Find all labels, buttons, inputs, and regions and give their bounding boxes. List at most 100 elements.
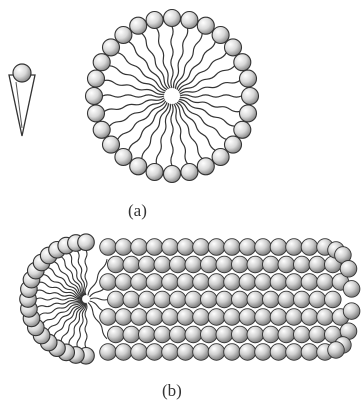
rod-head — [301, 344, 318, 361]
rod-tail — [77, 303, 86, 347]
rod-head — [108, 256, 125, 273]
rod-head — [270, 344, 287, 361]
rod-head — [239, 274, 256, 291]
rod-head — [301, 274, 318, 291]
rod-head — [255, 239, 272, 256]
rod-head — [162, 309, 179, 326]
micelle-head — [93, 54, 110, 71]
rod-head — [123, 291, 140, 308]
rod-head — [263, 326, 280, 343]
rod-head — [139, 326, 156, 343]
rod-micelle — [20, 234, 360, 364]
rod-tail — [54, 262, 83, 296]
rod-head — [286, 309, 303, 326]
rod-head — [216, 291, 233, 308]
spherical-micelle — [86, 10, 259, 183]
micelle-head — [242, 88, 259, 105]
micelle-head — [164, 166, 181, 183]
micelle-head — [115, 149, 132, 166]
rod-head — [255, 274, 272, 291]
rod-head — [278, 326, 295, 343]
rod-tail — [37, 290, 82, 299]
panel-a-label: (a) — [128, 201, 147, 220]
rod-tail — [36, 298, 82, 300]
rod-head — [131, 239, 148, 256]
rod-head — [154, 326, 171, 343]
micelle-head — [103, 136, 120, 153]
micelle-head — [88, 105, 105, 122]
rod-tail — [77, 251, 85, 295]
rod-head — [100, 344, 117, 361]
rod-head — [115, 274, 132, 291]
rod-head — [123, 256, 140, 273]
rod-head — [154, 291, 171, 308]
micelle-head — [93, 121, 110, 138]
rod-head — [208, 239, 225, 256]
rod-head — [224, 344, 241, 361]
rod-head — [162, 239, 179, 256]
rod-head — [185, 256, 202, 273]
rod-head — [177, 344, 194, 361]
rod-head — [247, 256, 264, 273]
rod-head — [170, 326, 187, 343]
rod-head — [343, 303, 360, 320]
rod-head — [343, 281, 360, 298]
rod-head — [185, 326, 202, 343]
micelle-head — [103, 39, 120, 56]
rod-head — [309, 291, 326, 308]
rod-head — [232, 326, 249, 343]
rod-head — [232, 291, 249, 308]
rod-head — [162, 344, 179, 361]
rod-head — [294, 326, 311, 343]
rod-head — [270, 274, 287, 291]
rod-tail — [85, 303, 87, 348]
rod-head — [193, 274, 210, 291]
micelle-head — [212, 27, 229, 44]
rod-head — [139, 291, 156, 308]
rod-head — [115, 344, 132, 361]
rod-head — [177, 309, 194, 326]
rod-head — [100, 309, 117, 326]
rod-head — [139, 256, 156, 273]
rod-head — [317, 274, 334, 291]
rod-head — [100, 274, 117, 291]
surfactant-cone-icon — [9, 64, 35, 136]
rod-head — [162, 274, 179, 291]
rod-head — [263, 291, 280, 308]
rod-head — [294, 256, 311, 273]
rod-tail — [69, 253, 85, 295]
micelle-head — [234, 121, 251, 138]
rod-head — [185, 291, 202, 308]
rod-head — [131, 309, 148, 326]
rod-head — [201, 256, 218, 273]
rod-head — [270, 239, 287, 256]
rod-head — [340, 261, 357, 278]
rod-head — [123, 326, 140, 343]
micelle-head — [225, 136, 242, 153]
rod-head — [224, 309, 241, 326]
rod-head — [177, 239, 194, 256]
rod-head — [224, 274, 241, 291]
rod-head — [286, 344, 303, 361]
rod-head — [146, 239, 163, 256]
rod-head — [201, 326, 218, 343]
rod-head — [270, 309, 287, 326]
rod-head — [247, 291, 264, 308]
rod-tail — [48, 302, 83, 331]
rod-head — [232, 256, 249, 273]
rod-head — [239, 309, 256, 326]
rod-head — [146, 274, 163, 291]
rod-head — [301, 309, 318, 326]
micelle-head — [181, 12, 198, 29]
rod-head — [278, 291, 295, 308]
rod-head — [131, 344, 148, 361]
micelle-head — [240, 105, 257, 122]
rod-head — [294, 291, 311, 308]
micelle-head — [197, 158, 214, 175]
rod-head — [170, 291, 187, 308]
rod-head — [154, 256, 171, 273]
rod-head — [239, 344, 256, 361]
micelle-head — [164, 10, 181, 27]
micelle-head — [234, 54, 251, 71]
